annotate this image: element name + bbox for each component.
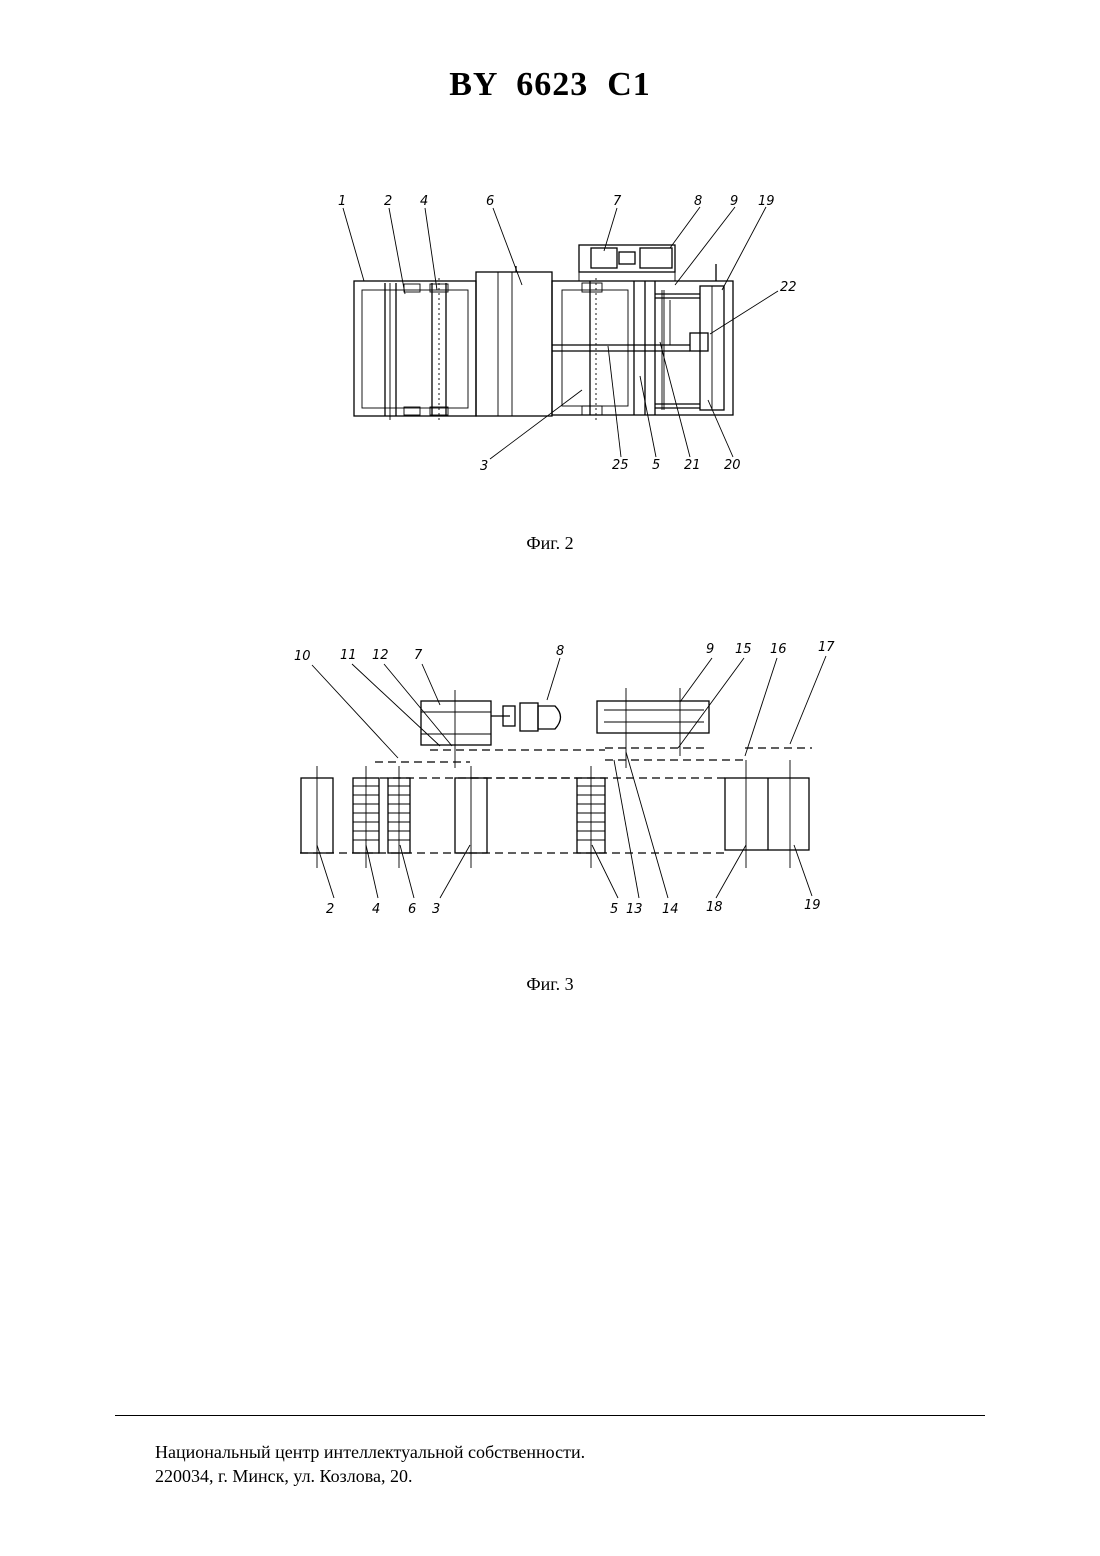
fig2-label-19: 19 bbox=[758, 194, 775, 209]
figure-2-caption: Фиг. 2 bbox=[0, 533, 1100, 554]
fig2-label-8: 8 bbox=[694, 194, 702, 209]
fig3-label-14: 14 bbox=[662, 902, 679, 917]
footer-divider bbox=[115, 1415, 985, 1416]
footer-address: Национальный центр интеллектуальной собс… bbox=[155, 1440, 585, 1488]
fig3-label-17: 17 bbox=[818, 640, 835, 655]
fig3-label-5: 5 bbox=[610, 902, 618, 917]
fig2-label-21: 21 bbox=[684, 458, 701, 473]
document-title: BY 6623 C1 bbox=[0, 66, 1100, 104]
fig2-label-20: 20 bbox=[724, 458, 741, 473]
footer-line-1: Национальный центр интеллектуальной собс… bbox=[155, 1440, 585, 1464]
fig3-label-18: 18 bbox=[706, 900, 723, 915]
fig3-label-16: 16 bbox=[770, 642, 787, 657]
fig2-label-1: 1 bbox=[338, 194, 346, 209]
footer-line-2: 220034, г. Минск, ул. Козлова, 20. bbox=[155, 1464, 585, 1488]
fig2-label-22: 22 bbox=[780, 280, 797, 295]
fig3-label-2: 2 bbox=[326, 902, 334, 917]
fig3-label-12: 12 bbox=[372, 648, 389, 663]
fig3-label-19: 19 bbox=[804, 898, 821, 913]
fig3-label-7: 7 bbox=[414, 648, 423, 663]
fig2-label-6: 6 bbox=[486, 194, 494, 209]
figure-3-drawing: 10 11 12 7 8 9 15 16 17 2 4 6 3 5 13 14 … bbox=[290, 635, 850, 925]
figure-3-caption: Фиг. 3 bbox=[0, 974, 1100, 995]
figure-2-drawing: 1 2 4 6 7 8 9 19 22 3 25 5 21 20 bbox=[330, 185, 810, 485]
fig2-label-5: 5 bbox=[652, 458, 660, 473]
fig3-label-8: 8 bbox=[556, 644, 564, 659]
fig3-label-4: 4 bbox=[372, 902, 380, 917]
fig3-label-13: 13 bbox=[626, 902, 643, 917]
fig3-label-3: 3 bbox=[432, 902, 440, 917]
fig3-label-15: 15 bbox=[735, 642, 752, 657]
fig3-label-11: 11 bbox=[340, 648, 357, 663]
fig2-label-7: 7 bbox=[613, 194, 622, 209]
fig2-label-2: 2 bbox=[384, 194, 392, 209]
fig3-label-9: 9 bbox=[706, 642, 714, 657]
fig2-label-25: 25 bbox=[612, 458, 629, 473]
fig3-label-10: 10 bbox=[294, 649, 311, 664]
fig2-label-9: 9 bbox=[730, 194, 738, 209]
fig2-label-3: 3 bbox=[480, 459, 488, 474]
fig3-label-6: 6 bbox=[408, 902, 416, 917]
fig2-label-4: 4 bbox=[420, 194, 428, 209]
